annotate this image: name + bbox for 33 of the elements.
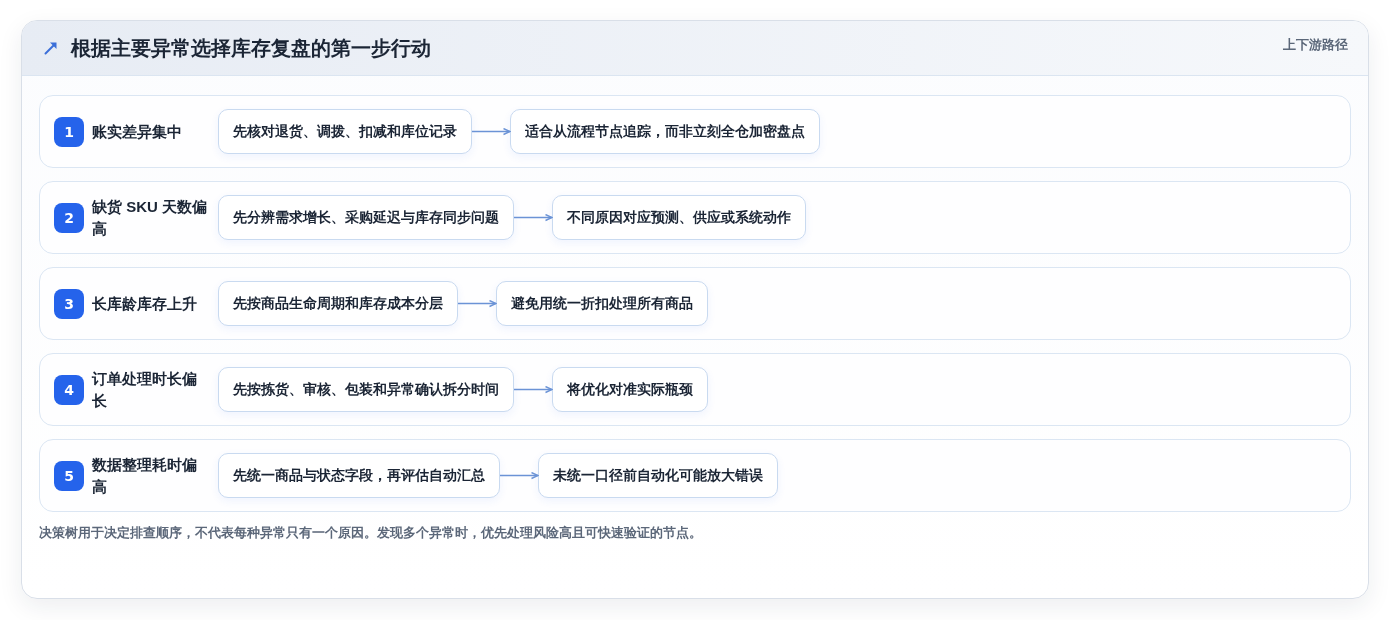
action-box: 先分辨需求增长、采购延迟与库存同步问题 (218, 195, 514, 240)
row-panel (39, 267, 1351, 340)
number-badge: 4 (54, 374, 84, 405)
result-box: 避免用统一折扣处理所有商品 (496, 281, 708, 326)
action-box: 先统一商品与状态字段，再评估自动汇总 (218, 453, 500, 498)
footnote: 决策树用于决定排查顺序，不代表每种异常只有一个原因。发现多个异常时，优先处理风险高且可快速验证的节点。 (39, 525, 703, 542)
action-box: 先按拣货、审核、包装和异常确认拆分时间 (218, 367, 514, 412)
issue-label: 长库龄库存上升 (92, 293, 198, 314)
arrow (513, 385, 553, 394)
arrow (457, 299, 497, 308)
number-badge: 5 (54, 460, 84, 491)
result-box: 适合从流程节点追踪，而非立刻全仓加密盘点 (510, 109, 820, 154)
action-box: 先核对退货、调拨、扣减和库位记录 (218, 109, 472, 154)
row-panel (39, 353, 1351, 426)
result-box: 未统一口径前自动化可能放大错误 (538, 453, 778, 498)
number-badge: 3 (54, 288, 84, 319)
diagram-title: 根据主要异常选择库存复盘的第一步行动 (71, 34, 431, 62)
row-panel (39, 181, 1351, 254)
arrow (471, 127, 511, 136)
issue-label: 数据整理耗时偏高 (92, 455, 198, 497)
number-badge: 1 (54, 116, 84, 147)
action-box: 先按商品生命周期和库存成本分层 (218, 281, 458, 326)
arrow (513, 213, 553, 222)
issue-label: 缺货 SKU 天数偏高 (92, 197, 208, 239)
issue-label: 订单处理时长偏长 (92, 369, 198, 411)
result-box: 不同原因对应预测、供应或系统动作 (552, 195, 806, 240)
result-box: 将优化对准实际瓶颈 (552, 367, 708, 412)
number-badge: 2 (54, 202, 84, 233)
row-panel (39, 95, 1351, 168)
issue-label: 账实差异集中 (92, 121, 183, 142)
arrow (499, 471, 539, 480)
row-panel (39, 439, 1351, 512)
header-note: 上下游路径 (1283, 36, 1348, 54)
